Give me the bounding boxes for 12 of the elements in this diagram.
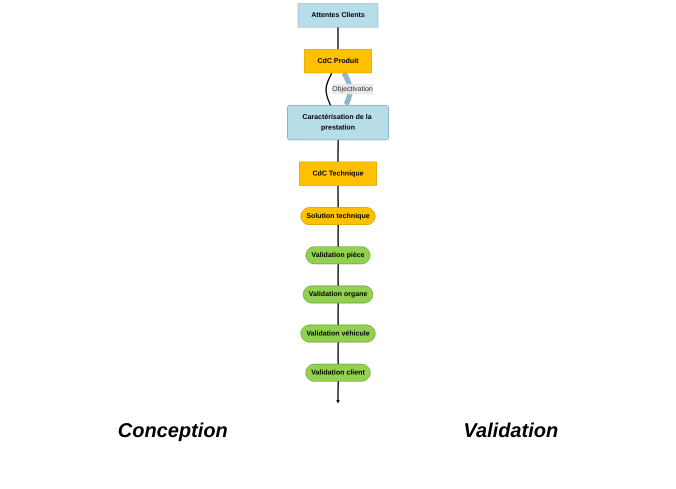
connector — [337, 186, 339, 208]
phase-label: Validation — [463, 420, 558, 443]
arrow — [342, 72, 353, 106]
arrow — [336, 382, 340, 404]
phase-label: Conception — [118, 420, 228, 443]
connector — [337, 342, 339, 364]
connector — [337, 27, 339, 50]
connector — [337, 264, 339, 286]
connector — [337, 224, 339, 247]
connector — [337, 140, 339, 162]
connector — [325, 72, 332, 106]
connector — [337, 303, 339, 326]
